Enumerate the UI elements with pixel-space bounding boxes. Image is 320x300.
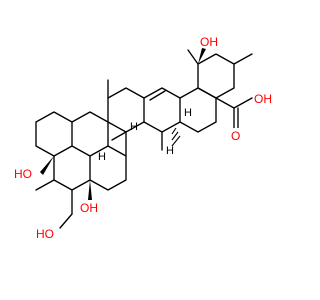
wedge-bond: [88, 180, 92, 200]
atom-label: OH: [254, 92, 272, 106]
stereo-h-label: H: [130, 121, 138, 133]
atom-label: OH: [80, 201, 98, 215]
bond: [233, 53, 253, 65]
double-bond: [149, 90, 166, 101]
wedge-bond: [40, 156, 54, 175]
stereo-h-label: H: [184, 107, 192, 119]
bond: [107, 87, 145, 133]
wedge-bond: [198, 48, 206, 64]
hash-bond: [171, 127, 177, 135]
bond: [187, 49, 199, 65]
molecule-structure: OH OH O HO OH HO H H H H: [14, 34, 276, 241]
bond: [111, 131, 127, 141]
bond: [89, 145, 127, 191]
stereo-layer: [40, 48, 206, 200]
label-layer: OH OH O HO OH HO H H H H: [14, 34, 276, 241]
bond: [59, 189, 73, 229]
atom-label: O: [231, 129, 240, 143]
stereo-h-label: H: [166, 145, 174, 157]
bond: [53, 155, 91, 191]
bond: [71, 111, 109, 157]
hash-bond: [171, 131, 179, 141]
bond: [215, 97, 235, 109]
bond: [35, 111, 73, 157]
atom-label: HO: [36, 227, 54, 241]
bond: [35, 179, 55, 191]
hash-bond: [171, 135, 181, 147]
bond-layer: [35, 49, 253, 229]
bond: [233, 97, 253, 109]
atom-label: HO: [14, 167, 32, 181]
bond: [143, 87, 181, 133]
stereo-h-label: H: [98, 151, 106, 163]
atom-label: OH: [200, 35, 218, 49]
